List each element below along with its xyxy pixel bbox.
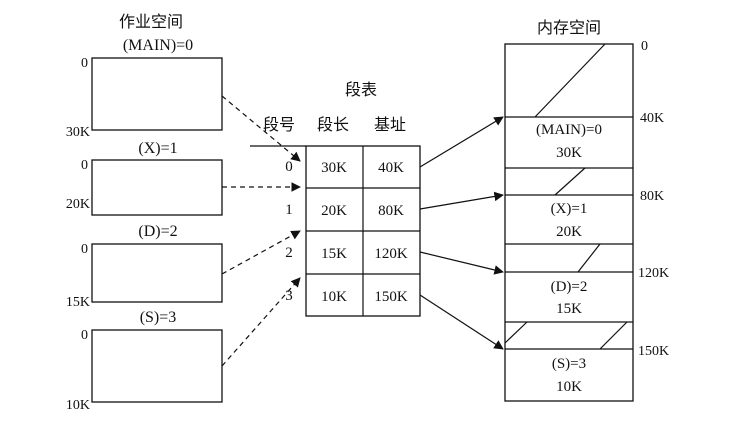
job-segment-box (91, 329, 223, 403)
job-segment-start: 0 (81, 242, 88, 257)
memory-address-label: 120K (638, 266, 669, 281)
solid-arrow (419, 294, 504, 350)
job-space: 作业空间 (MAIN)=0 0 30K (X)=1 0 20K (D)=2 0 … (66, 12, 223, 413)
free-area-hatch (504, 321, 528, 344)
table-row-base: 40K (378, 160, 404, 176)
job-segment-box (91, 243, 223, 303)
memory-address-label: 40K (640, 111, 664, 126)
segment-table-header-length: 段长 (317, 115, 349, 134)
free-area-hatch (599, 321, 628, 350)
job-space-title: 作业空间 (119, 12, 183, 31)
job-segment-name: (MAIN)=0 (123, 37, 193, 54)
memory-address-label: 0 (641, 39, 648, 54)
solid-arrow (419, 116, 504, 168)
table-row-index: 0 (285, 159, 293, 175)
segment-table-title: 段表 (345, 80, 377, 99)
table-row-length: 30K (321, 160, 347, 176)
job-segment-name: (X)=1 (138, 140, 177, 157)
segment-table-header-index: 段号 (263, 115, 295, 134)
job-segment-name: (D)=2 (138, 223, 177, 240)
dashed-arrow (221, 277, 301, 367)
table-row-base: 80K (378, 203, 404, 219)
solid-arrow (419, 251, 504, 275)
memory-block-size: 10K (556, 379, 582, 395)
solid-arrow (419, 191, 504, 210)
job-segment-start: 0 (81, 56, 88, 71)
memory-block-name: (D)=2 (551, 279, 588, 295)
dashed-arrow (221, 95, 301, 162)
table-row-base: 150K (374, 289, 408, 305)
job-segment-box (91, 57, 223, 131)
dashed-arrow (221, 230, 301, 275)
table-row-length: 20K (321, 203, 347, 219)
free-area-hatch (554, 167, 586, 196)
memory-block-size: 20K (556, 224, 582, 240)
memory-block-size: 15K (556, 301, 582, 317)
memory-block-name: (MAIN)=0 (536, 122, 602, 138)
job-segment-start: 0 (81, 328, 88, 343)
memory-space-title: 内存空间 (537, 18, 601, 37)
free-area-hatch (534, 43, 606, 118)
memory-block-size: 30K (556, 145, 582, 161)
table-row-length: 15K (321, 246, 347, 262)
table-row-base: 120K (374, 246, 408, 262)
job-segment-end: 30K (66, 125, 90, 140)
table-row-index: 3 (285, 288, 293, 304)
table-to-memory-arrows (419, 116, 504, 350)
memory-address-label: 80K (640, 189, 664, 204)
segment-table: 段表 段号 段长 基址 0 30K 40K 1 20K 80K 2 15K 12… (250, 80, 421, 317)
table-row-index: 2 (285, 245, 293, 261)
memory-block-name: (X)=1 (551, 201, 588, 217)
memory-address-label: 150K (638, 344, 669, 359)
job-segment-end: 10K (66, 398, 90, 413)
table-row-length: 10K (321, 289, 347, 305)
memory-frame (504, 43, 634, 402)
job-segment-end: 20K (66, 197, 90, 212)
table-row-index: 1 (285, 202, 293, 218)
memory-space: 内存空间 0 40K 80K 120K 150K (MAIN)=0 30K (X… (504, 18, 669, 402)
memory-block-name: (S)=3 (552, 356, 586, 372)
job-segment-end: 15K (66, 295, 90, 310)
job-to-table-arrows (221, 95, 301, 367)
free-area-hatch (577, 243, 601, 273)
job-segment-start: 0 (81, 158, 88, 173)
segment-table-header-base: 基址 (374, 115, 406, 134)
job-segment-name: (S)=3 (140, 309, 177, 326)
job-segment-box (91, 159, 223, 216)
